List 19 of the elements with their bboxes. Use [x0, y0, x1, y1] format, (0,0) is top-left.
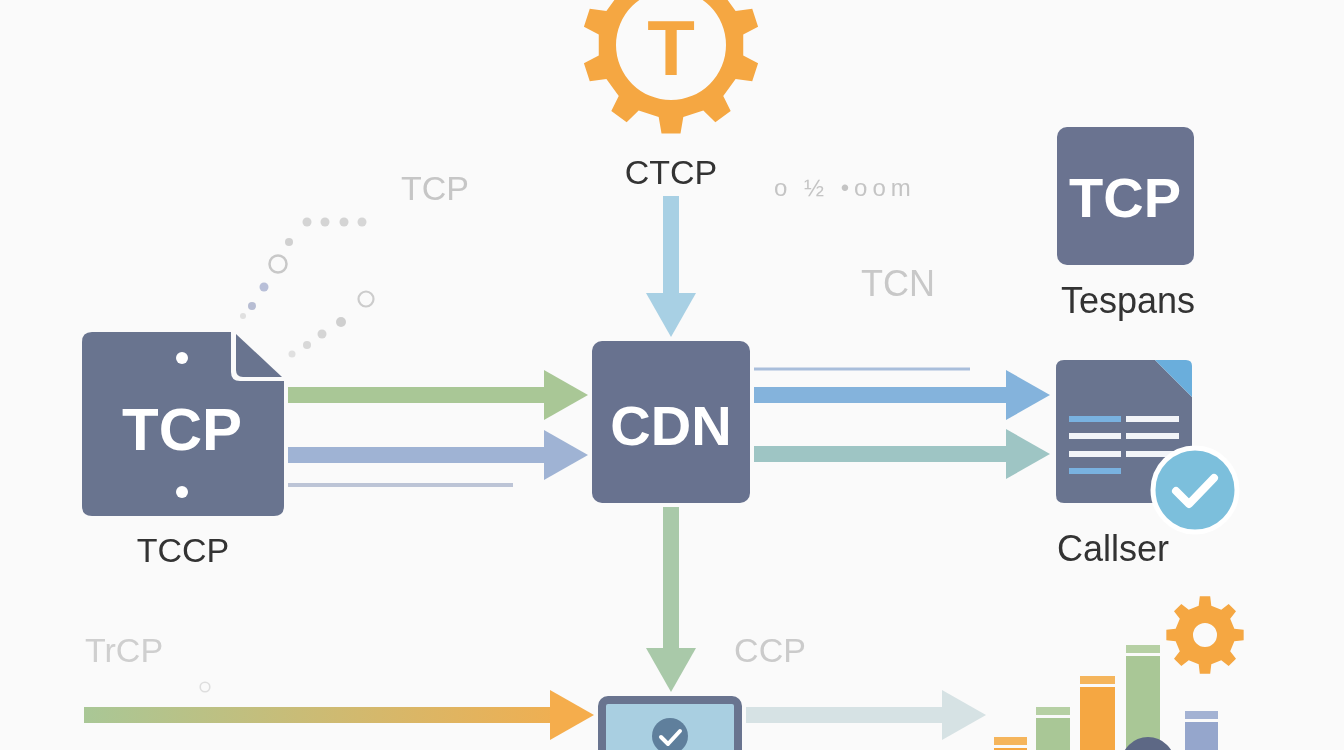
tile-title: TCP [1069, 165, 1181, 231]
arrow [646, 507, 696, 692]
process-box [592, 341, 750, 503]
node-label: CTCP [624, 153, 718, 192]
arrow [288, 370, 588, 420]
node-label: Callser [1057, 527, 1170, 570]
node-label: TCCP [136, 531, 230, 570]
gear-letter: T [647, 3, 695, 94]
box-title: CDN [610, 393, 732, 459]
arrow [288, 430, 588, 480]
arrow [754, 429, 1050, 479]
node-label: Tespans [1060, 279, 1196, 322]
connector-line [754, 367, 970, 371]
arrow [754, 370, 1050, 420]
arrow [84, 690, 594, 740]
arrow [746, 690, 986, 740]
arrow [646, 196, 696, 337]
connector-line [288, 483, 513, 487]
document-title: TCP [122, 394, 242, 464]
